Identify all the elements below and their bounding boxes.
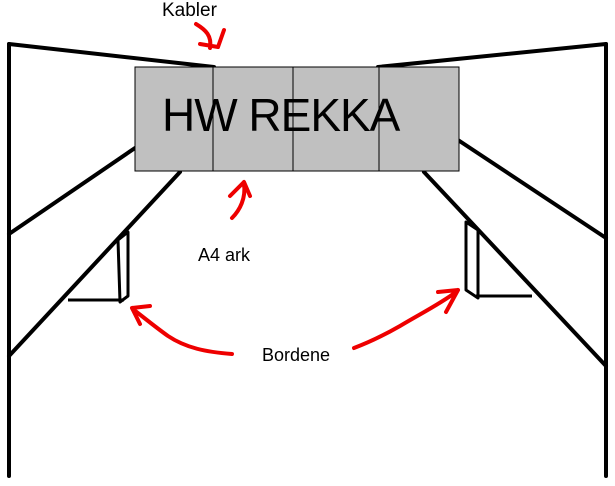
right-table: [464, 220, 532, 300]
rack-section-4: [378, 66, 460, 172]
left-table-side: [116, 230, 130, 304]
cables-arrow: [194, 22, 226, 50]
right-table-side: [464, 220, 480, 300]
annotation-arrows: [130, 22, 460, 356]
paper-label: A4 ark: [198, 245, 251, 265]
ceiling-right-line: [376, 42, 608, 69]
left-table: [68, 230, 130, 304]
room-walls: [7, 42, 608, 478]
left-table-arrow: [130, 304, 234, 356]
right-bench-back-line: [456, 138, 608, 240]
left-bench-front-line: [7, 170, 182, 358]
paper-arrow: [228, 180, 252, 220]
right-table-arrow: [352, 288, 460, 350]
rack-title: HW REKKA: [162, 89, 400, 141]
rack-section-2: [212, 66, 294, 172]
right-bench-front-line: [422, 170, 608, 368]
cables-label: Kabler: [162, 0, 217, 21]
hw-rack: [134, 66, 460, 172]
left-bench-back-line: [7, 146, 137, 236]
rack-section-3: [292, 66, 380, 172]
tables-label: Bordene: [262, 345, 331, 365]
ceiling-left-line: [7, 42, 216, 69]
